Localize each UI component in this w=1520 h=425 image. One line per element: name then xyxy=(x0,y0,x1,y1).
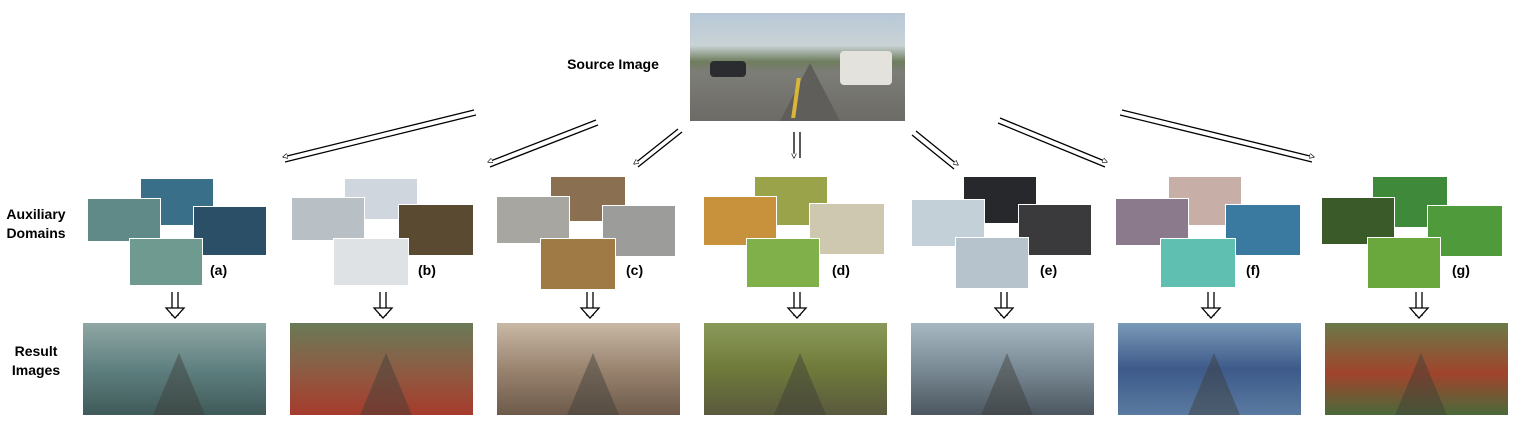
tag-b: (b) xyxy=(418,262,436,278)
result-image-f xyxy=(1118,323,1301,415)
source-image xyxy=(690,13,905,121)
source-image-label: Source Image xyxy=(567,56,659,72)
aux-b-img-4 xyxy=(333,238,409,286)
auxiliary-label-line1: Auxiliary xyxy=(6,206,66,222)
arrow-to-f xyxy=(999,117,1107,162)
arrow-to-g xyxy=(1121,109,1314,157)
source-car-left xyxy=(710,61,746,77)
arrow-to-b xyxy=(488,119,597,162)
aux-d-img-4 xyxy=(746,238,820,288)
arrow-to-e xyxy=(915,130,958,165)
aux-b-img-3 xyxy=(398,204,474,256)
aux-f-img-4 xyxy=(1160,238,1236,288)
aux-g-img-4 xyxy=(1367,237,1441,289)
tag-f: (f) xyxy=(1246,262,1260,278)
aux-f-img-3 xyxy=(1225,204,1301,256)
result-label-line2: Images xyxy=(11,362,61,378)
aux-d-img-2 xyxy=(703,196,777,246)
result-image-e xyxy=(911,323,1094,415)
result-label-line1: Result xyxy=(14,343,58,359)
tag-d: (d) xyxy=(832,262,850,278)
aux-a-img-4 xyxy=(129,238,203,286)
aux-a-img-3 xyxy=(193,206,267,256)
aux-c-img-3 xyxy=(602,205,676,257)
aux-e-img-4 xyxy=(955,237,1029,289)
aux-b-img-2 xyxy=(291,197,365,241)
tag-g: (g) xyxy=(1452,262,1470,278)
result-image-g xyxy=(1325,323,1508,415)
aux-a-img-2 xyxy=(87,198,161,242)
result-image-b xyxy=(290,323,473,415)
result-image-d xyxy=(704,323,887,415)
aux-c-img-2 xyxy=(496,196,570,244)
aux-d-img-3 xyxy=(809,203,885,255)
aux-e-img-3 xyxy=(1018,204,1092,256)
tag-c: (c) xyxy=(626,262,644,278)
tag-a: (a) xyxy=(210,262,228,278)
source-car-right xyxy=(840,51,892,85)
auxiliary-label-line2: Domains xyxy=(6,225,66,241)
result-image-c xyxy=(497,323,680,415)
aux-c-img-4 xyxy=(540,238,616,290)
result-images-label: Result Images xyxy=(0,342,72,380)
arrow-to-c xyxy=(634,128,679,164)
auxiliary-domains-label: Auxiliary Domains xyxy=(0,205,72,243)
tag-e: (e) xyxy=(1040,262,1058,278)
result-image-a xyxy=(83,323,266,415)
arrow-to-a xyxy=(283,109,475,157)
